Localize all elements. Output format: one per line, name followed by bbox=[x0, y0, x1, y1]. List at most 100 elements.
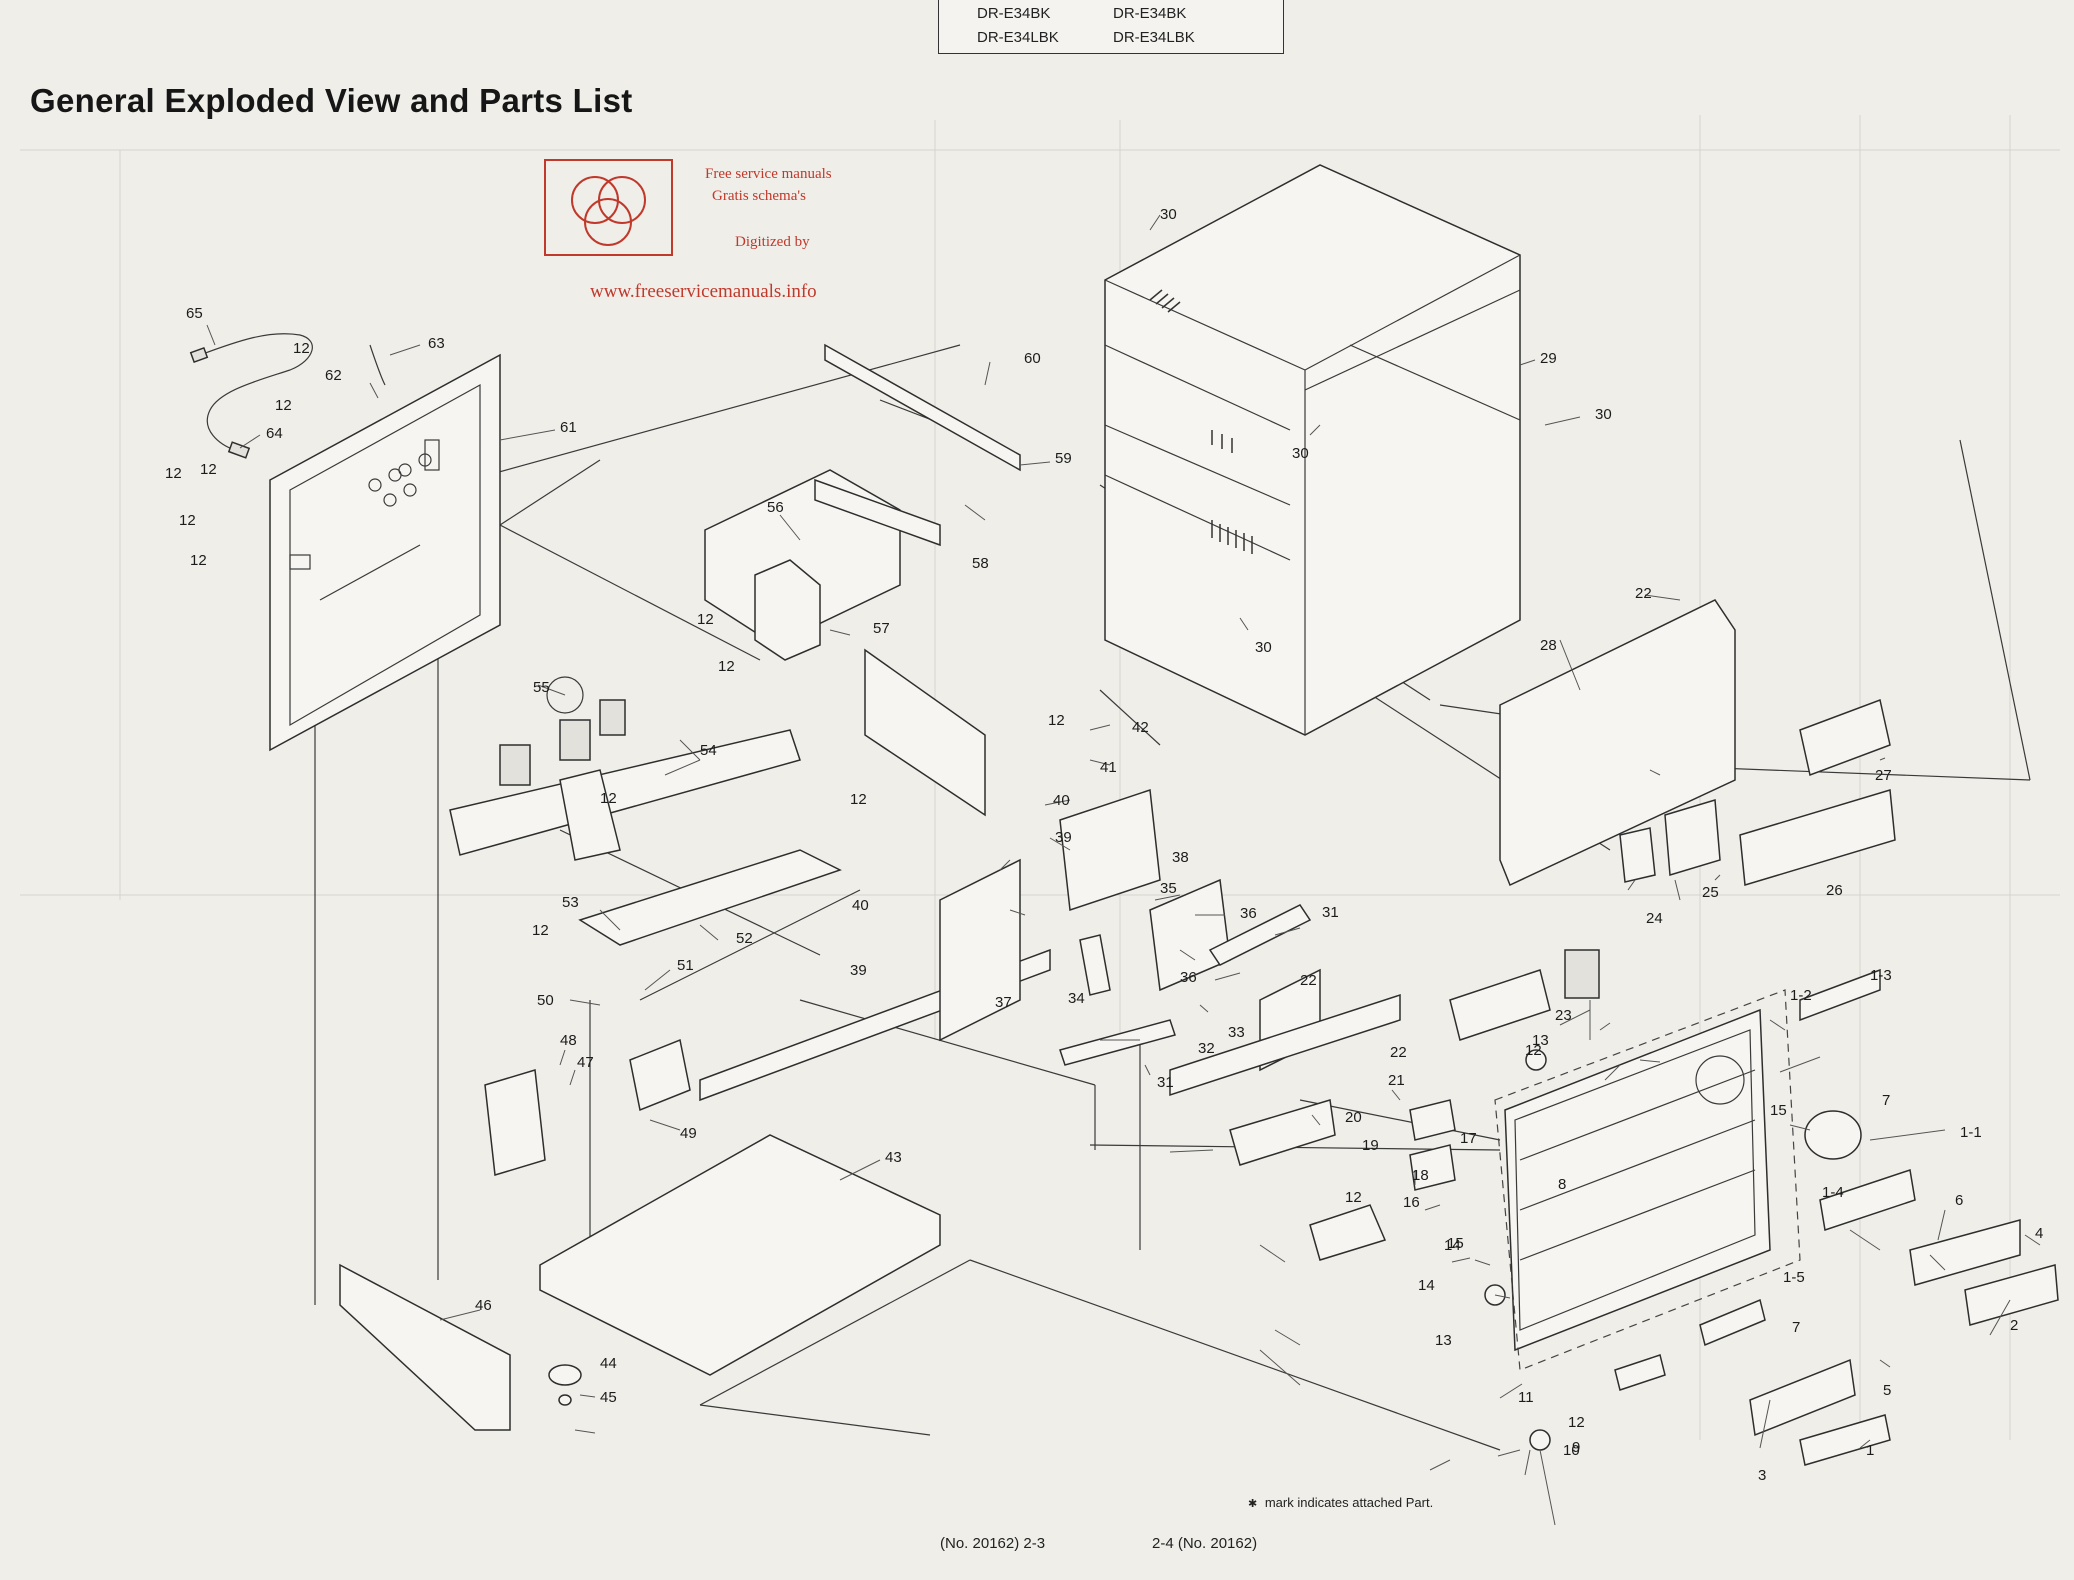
control-pcb bbox=[1499, 599, 1896, 887]
callout: 10 bbox=[1563, 1442, 1580, 1459]
page-title: General Exploded View and Parts List bbox=[30, 82, 633, 119]
callout: 12 bbox=[200, 461, 217, 478]
callout: 23 bbox=[1555, 1007, 1572, 1024]
callout: 7 bbox=[1882, 1092, 1890, 1109]
callout: 42 bbox=[1132, 719, 1149, 736]
callout: 1-3 bbox=[1870, 967, 1892, 984]
callout: 25 bbox=[1702, 884, 1719, 901]
model-number: DR-E34BK bbox=[977, 5, 1051, 23]
callout: 65 bbox=[186, 305, 203, 322]
rear-panel-part bbox=[269, 353, 501, 752]
callout: 62 bbox=[325, 367, 342, 384]
callout: 12 bbox=[190, 552, 207, 569]
callout: 33 bbox=[1228, 1024, 1245, 1041]
note-text: mark indicates attached Part. bbox=[1264, 1495, 1434, 1510]
model-number: DR-E34LBK bbox=[977, 28, 1059, 46]
callout: 24 bbox=[1646, 910, 1663, 927]
callout: 18 bbox=[1412, 1167, 1429, 1184]
callout: 43 bbox=[885, 1149, 902, 1166]
callout: 36 bbox=[1180, 969, 1197, 986]
callout: 15 bbox=[1447, 1235, 1464, 1252]
callout: 40 bbox=[1053, 792, 1070, 809]
callout: 21 bbox=[1388, 1072, 1405, 1089]
callout: 11 bbox=[1518, 1389, 1534, 1406]
chassis-parts bbox=[339, 1038, 941, 1431]
callout: 12 bbox=[1525, 1042, 1542, 1059]
callout: 50 bbox=[537, 992, 554, 1009]
callout: 30 bbox=[1160, 206, 1177, 223]
callout: 13 bbox=[1435, 1332, 1452, 1349]
callout: 14 bbox=[1444, 1237, 1461, 1254]
callout: 1 bbox=[1866, 1442, 1874, 1459]
page-number-left: (No. 20162) 2-3 bbox=[940, 1535, 1046, 1552]
callout: 1-5 bbox=[1783, 1269, 1805, 1286]
callout: 20 bbox=[1345, 1109, 1362, 1126]
callout: 12 bbox=[275, 397, 292, 414]
callout: 12 bbox=[718, 658, 735, 675]
callout: 47 bbox=[577, 1054, 594, 1071]
callout: 22 bbox=[1300, 972, 1317, 989]
callout: 56 bbox=[767, 499, 784, 516]
callout: 45 bbox=[600, 1389, 617, 1406]
callout: 22 bbox=[1390, 1044, 1407, 1061]
model-number-box: DR-E34BK DR-E34BK DR-E34LBK DR-E34LBK bbox=[938, 0, 1284, 54]
callout: 3 bbox=[1758, 1467, 1766, 1484]
callout-labels: 65 63 62 64 61 60 59 58 57 56 55 54 53 5… bbox=[165, 206, 2043, 1484]
watermark-line3: Digitized by bbox=[735, 234, 810, 250]
callout: 12 bbox=[1048, 712, 1065, 729]
callout: 38 bbox=[1172, 849, 1189, 866]
callout: 14 bbox=[1418, 1277, 1435, 1294]
callout: 19 bbox=[1362, 1137, 1379, 1154]
callout: 39 bbox=[850, 962, 867, 979]
callout: 39 bbox=[1055, 829, 1072, 846]
callout: 64 bbox=[266, 425, 283, 442]
callout: 12 bbox=[165, 465, 182, 482]
page-number-right: 2-4 (No. 20162) bbox=[1152, 1535, 1258, 1552]
callout: 26 bbox=[1826, 882, 1843, 899]
callout: 1-4 bbox=[1822, 1184, 1844, 1201]
power-cord-part bbox=[189, 333, 386, 459]
watermark-line2: Gratis schema's bbox=[712, 188, 806, 204]
callout: 37 bbox=[995, 994, 1012, 1011]
callout: 12 bbox=[697, 611, 714, 628]
callout: 30 bbox=[1292, 445, 1309, 462]
callout: 9 bbox=[1572, 1439, 1580, 1456]
cabinet-part bbox=[1104, 164, 1521, 736]
callout: 2 bbox=[2010, 1317, 2018, 1334]
callout: 16 bbox=[1403, 1194, 1420, 1211]
callout: 8 bbox=[1558, 1176, 1566, 1193]
callout: 4 bbox=[2035, 1225, 2043, 1242]
callout: 34 bbox=[1068, 990, 1085, 1007]
front-panel-part bbox=[1484, 968, 2059, 1466]
callout: 31 bbox=[1322, 904, 1339, 921]
callout: 36 bbox=[1240, 905, 1257, 922]
callout: 27 bbox=[1875, 767, 1892, 784]
callout: 49 bbox=[680, 1125, 697, 1142]
callout: 51 bbox=[677, 957, 694, 974]
callout: 6 bbox=[1955, 1192, 1963, 1209]
callout: 12 bbox=[1568, 1414, 1585, 1431]
callout: 13 bbox=[1532, 1032, 1549, 1049]
callout: 61 bbox=[560, 419, 577, 436]
callout: 5 bbox=[1883, 1382, 1891, 1399]
callout: 29 bbox=[1540, 350, 1557, 367]
callout: 59 bbox=[1055, 450, 1072, 467]
callout: 44 bbox=[600, 1355, 617, 1372]
watermark-line1: Free service manuals bbox=[705, 166, 832, 182]
watermark-logo: Free service manuals Gratis schema's Dig… bbox=[544, 159, 832, 302]
watermark-url: www.freeservicemanuals.info bbox=[590, 281, 817, 302]
callout: 63 bbox=[428, 335, 445, 352]
model-number: DR-E34BK bbox=[1113, 5, 1187, 23]
callout: 48 bbox=[560, 1032, 577, 1049]
model-number: DR-E34LBK bbox=[1113, 28, 1195, 46]
callout: 12 bbox=[1345, 1189, 1362, 1206]
callout: 60 bbox=[1024, 350, 1041, 367]
callout: 30 bbox=[1255, 639, 1272, 656]
deck-mechanism bbox=[939, 788, 1600, 1261]
callout: 35 bbox=[1160, 880, 1177, 897]
callout: 28 bbox=[1540, 637, 1557, 654]
callout: 46 bbox=[475, 1297, 492, 1314]
callout: 58 bbox=[972, 555, 989, 572]
